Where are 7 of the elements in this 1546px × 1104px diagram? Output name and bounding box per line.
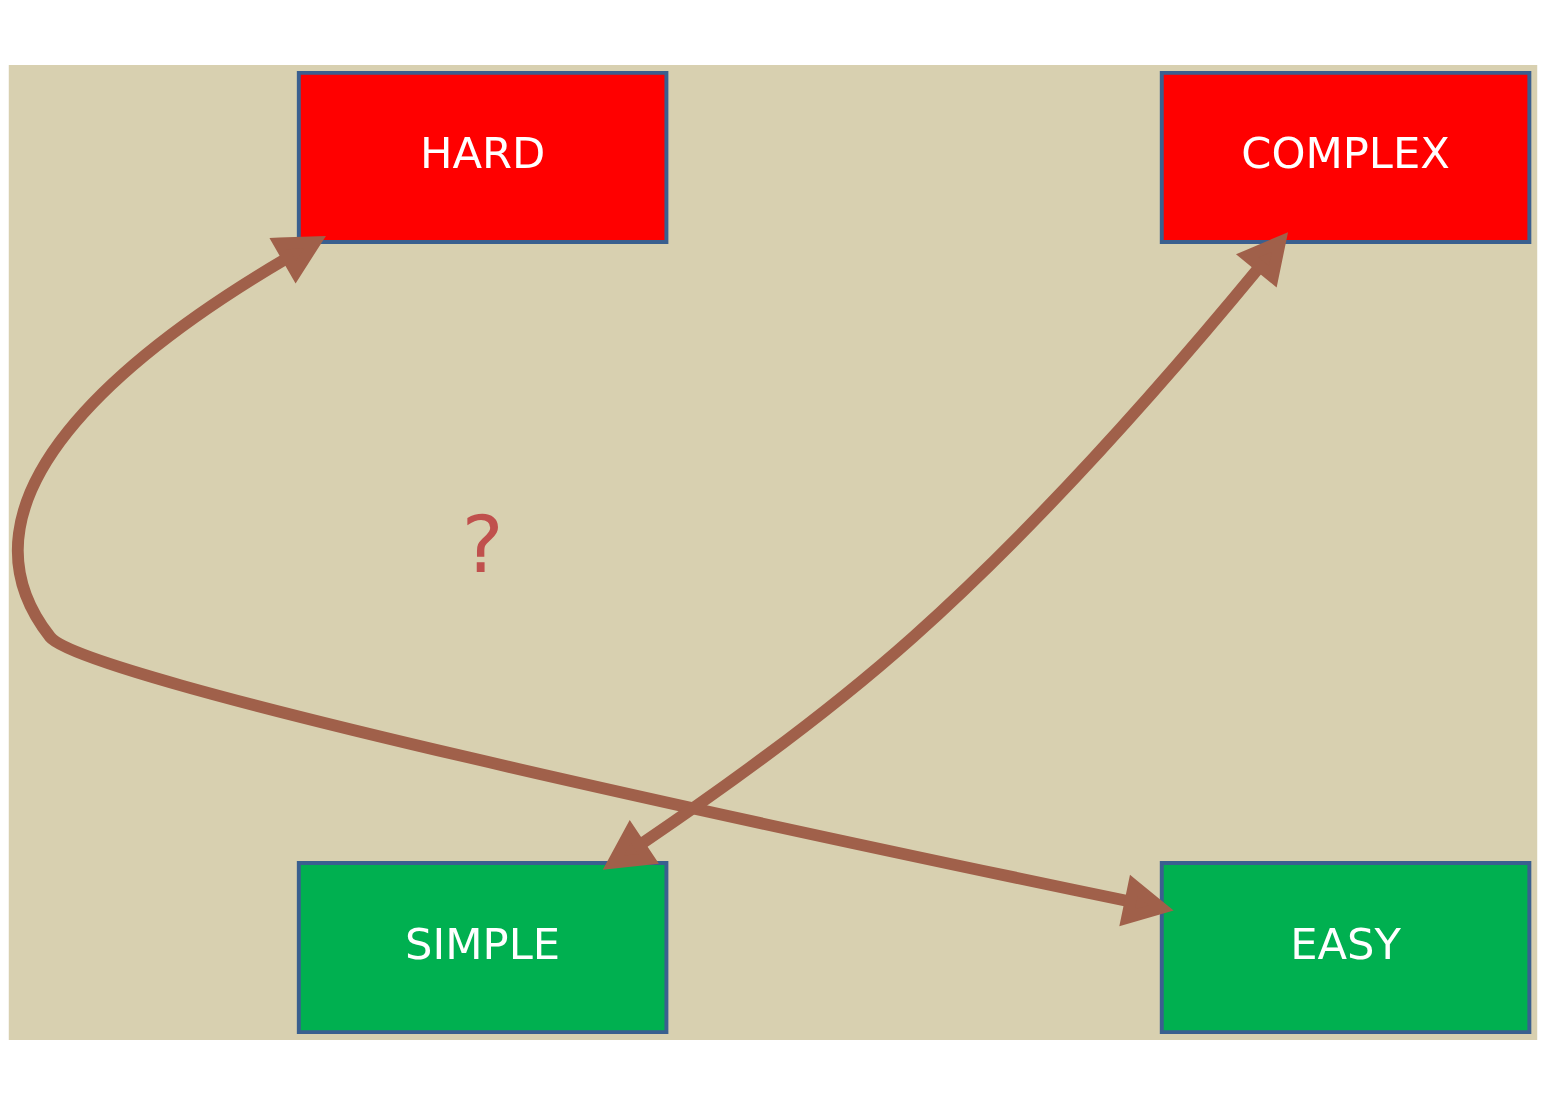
label: ? (461, 498, 504, 591)
arrow (13, 235, 1174, 926)
node-box: HARD (296, 70, 669, 244)
node-box: EASY (1159, 860, 1532, 1034)
arrow (602, 231, 1289, 870)
node-box: SIMPLE (296, 860, 669, 1034)
node-box: COMPLEX (1159, 70, 1532, 244)
